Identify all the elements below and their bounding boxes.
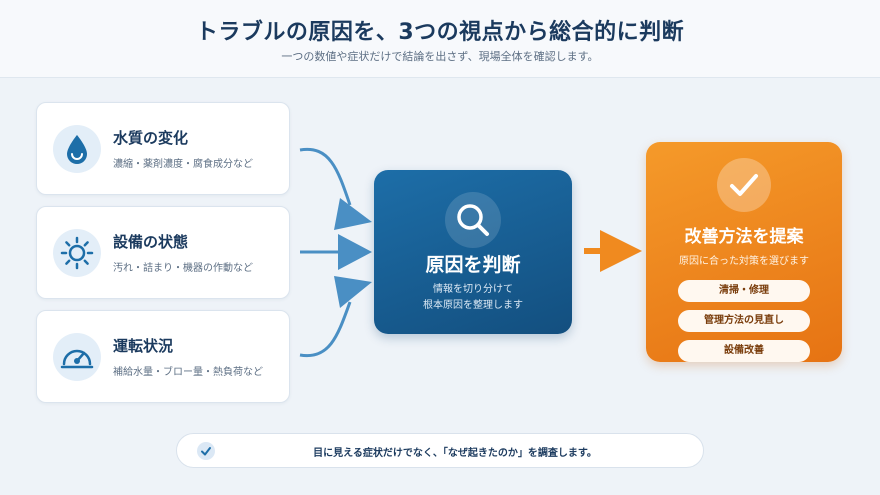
footer-note: 目に見える症状だけでなく、「なぜ起きたのか」を調査します。 [176, 433, 704, 468]
diagnosis-desc-line1: 情報を切り分けて [433, 284, 513, 295]
page-subtitle: 一つの数値や症状だけで結論を出さず、現場全体を確認します。 [281, 50, 599, 63]
arrow-head-bottom [334, 276, 372, 308]
factor-card-equipment: 設備の状態 汚れ・詰まり・機器の作動など [36, 206, 290, 299]
factor-title: 水質の変化 [113, 129, 189, 147]
footer-text: 目に見える症状だけでなく、「なぜ起きたのか」を調査します。 [313, 448, 597, 459]
gear-sun-icon [53, 229, 101, 277]
diagnosis-title: 原因を判断 [425, 254, 521, 276]
factor-desc: 補給水量・ブロー量・熱負荷など [113, 367, 263, 378]
factor-card-operation: 運転状況 補給水量・ブロー量・熱負荷など [36, 310, 290, 403]
page-title: トラブルの原因を、3つの視点から総合的に判断 [195, 20, 685, 45]
diagnosis-box: 原因を判断 情報を切り分けて 根本原因を整理します [374, 170, 572, 334]
factor-desc: 汚れ・詰まり・機器の作動など [113, 263, 253, 274]
proposal-box: 改善方法を提案 原因に合った対策を選びます 清掃・修理 管理方法の見直し 設備改… [646, 142, 842, 362]
action-pill: 設備改善 [678, 340, 810, 362]
arrow-head-middle [338, 234, 372, 270]
check-icon [197, 442, 215, 460]
factor-desc: 濃縮・薬剤濃度・腐食成分など [113, 159, 253, 170]
proposal-title: 改善方法を提案 [684, 227, 804, 247]
diagnosis-desc-line2: 根本原因を整理します [423, 300, 523, 311]
factor-card-water-quality: 水質の変化 濃縮・薬剤濃度・腐食成分など [36, 102, 290, 195]
header: トラブルの原因を、3つの視点から総合的に判断 一つの数値や症状だけで結論を出さず… [0, 0, 880, 78]
water-drop-icon [53, 125, 101, 173]
orange-arrow-icon [584, 230, 642, 272]
converging-arrows [299, 147, 372, 358]
proposal-desc: 原因に合った対策を選びます [679, 256, 809, 267]
action-pill: 清掃・修理 [678, 280, 810, 302]
factor-title: 設備の状態 [113, 233, 189, 251]
diagnosis-desc: 情報を切り分けて 根本原因を整理します [374, 282, 572, 314]
action-pill: 管理方法の見直し [678, 310, 810, 332]
gauge-icon [53, 333, 101, 381]
magnifier-icon [445, 192, 501, 248]
arrow-head-top [334, 198, 372, 230]
check-icon [717, 158, 771, 212]
factor-title: 運転状況 [113, 337, 174, 355]
